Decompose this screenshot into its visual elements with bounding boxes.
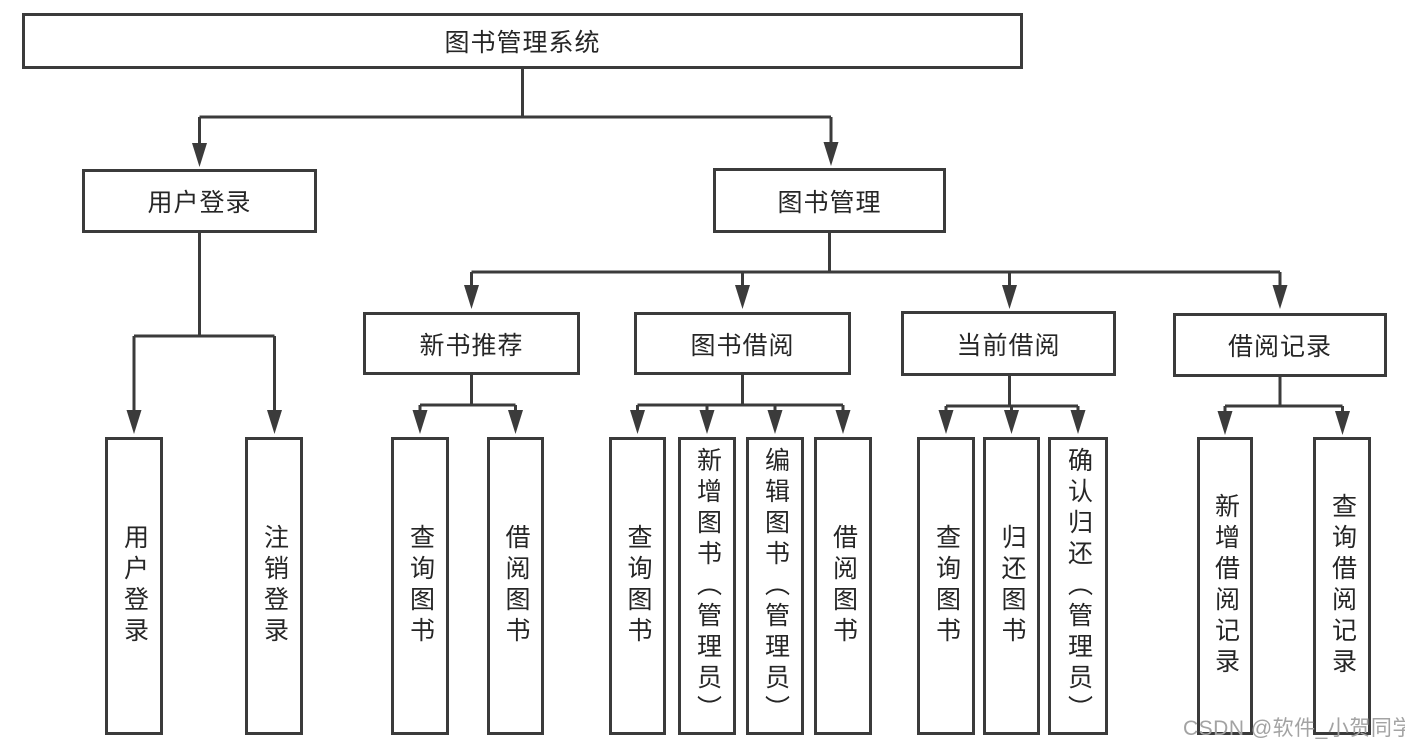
leaf-current-confirm-admin: 确认归还（管理员）	[1048, 437, 1108, 735]
node-root-label: 图书管理系统	[444, 29, 601, 57]
leaf-borrow-add-admin-label: 新增图书（管理员）	[693, 446, 722, 726]
leaf-borrow-book: 借阅图书	[814, 437, 872, 735]
leaf-newbook-query: 查询图书	[391, 437, 449, 735]
node-book-management-label: 图书管理	[777, 188, 882, 217]
leaf-borrow-query-label: 查询图书	[624, 524, 652, 648]
arrowheads	[126, 142, 1350, 435]
leaf-newbook-borrow: 借阅图书	[487, 437, 544, 735]
leaf-logout-label: 注销登录	[260, 524, 289, 648]
leaf-borrow-edit-admin-label: 编辑图书（管理员）	[761, 446, 790, 726]
leaf-current-return-label: 归还图书	[998, 524, 1026, 648]
node-user-login-label: 用户登录	[147, 189, 252, 217]
node-borrow-records-label: 借阅记录	[1227, 333, 1332, 361]
leaf-records-query-label: 查询借阅记录	[1328, 493, 1357, 679]
node-current-borrow: 当前借阅	[901, 311, 1116, 376]
node-book-borrow-label: 图书借阅	[690, 331, 795, 360]
node-book-management: 图书管理	[713, 168, 946, 233]
leaf-current-confirm-admin-label: 确认归还（管理员）	[1064, 446, 1093, 726]
leaf-current-return: 归还图书	[983, 437, 1040, 735]
node-current-borrow-label: 当前借阅	[956, 331, 1061, 360]
leaf-newbook-query-label: 查询图书	[406, 524, 435, 648]
leaf-borrow-add-admin: 新增图书（管理员）	[678, 437, 736, 735]
leaf-logout: 注销登录	[245, 437, 303, 735]
node-new-book-recommend-label: 新书推荐	[419, 331, 524, 360]
node-new-book-recommend: 新书推荐	[363, 312, 580, 375]
leaf-user-login: 用户登录	[105, 437, 163, 735]
leaf-records-add: 新增借阅记录	[1197, 437, 1253, 735]
leaf-borrow-book-label: 借阅图书	[829, 524, 858, 648]
leaf-current-query: 查询图书	[917, 437, 975, 735]
leaf-borrow-query: 查询图书	[609, 437, 666, 735]
leaf-newbook-borrow-label: 借阅图书	[502, 524, 530, 648]
node-root: 图书管理系统	[22, 13, 1023, 69]
leaf-borrow-edit-admin: 编辑图书（管理员）	[746, 437, 804, 735]
leaf-user-login-label: 用户登录	[120, 524, 149, 648]
node-book-borrow: 图书借阅	[634, 312, 851, 375]
node-user-login: 用户登录	[82, 169, 317, 233]
leaf-current-query-label: 查询图书	[932, 524, 961, 648]
leaf-records-add-label: 新增借阅记录	[1211, 493, 1240, 679]
leaf-records-query: 查询借阅记录	[1313, 437, 1371, 735]
node-borrow-records: 借阅记录	[1173, 313, 1387, 377]
csdn-watermark: CSDN @软件_小贺同学	[1183, 717, 1405, 740]
